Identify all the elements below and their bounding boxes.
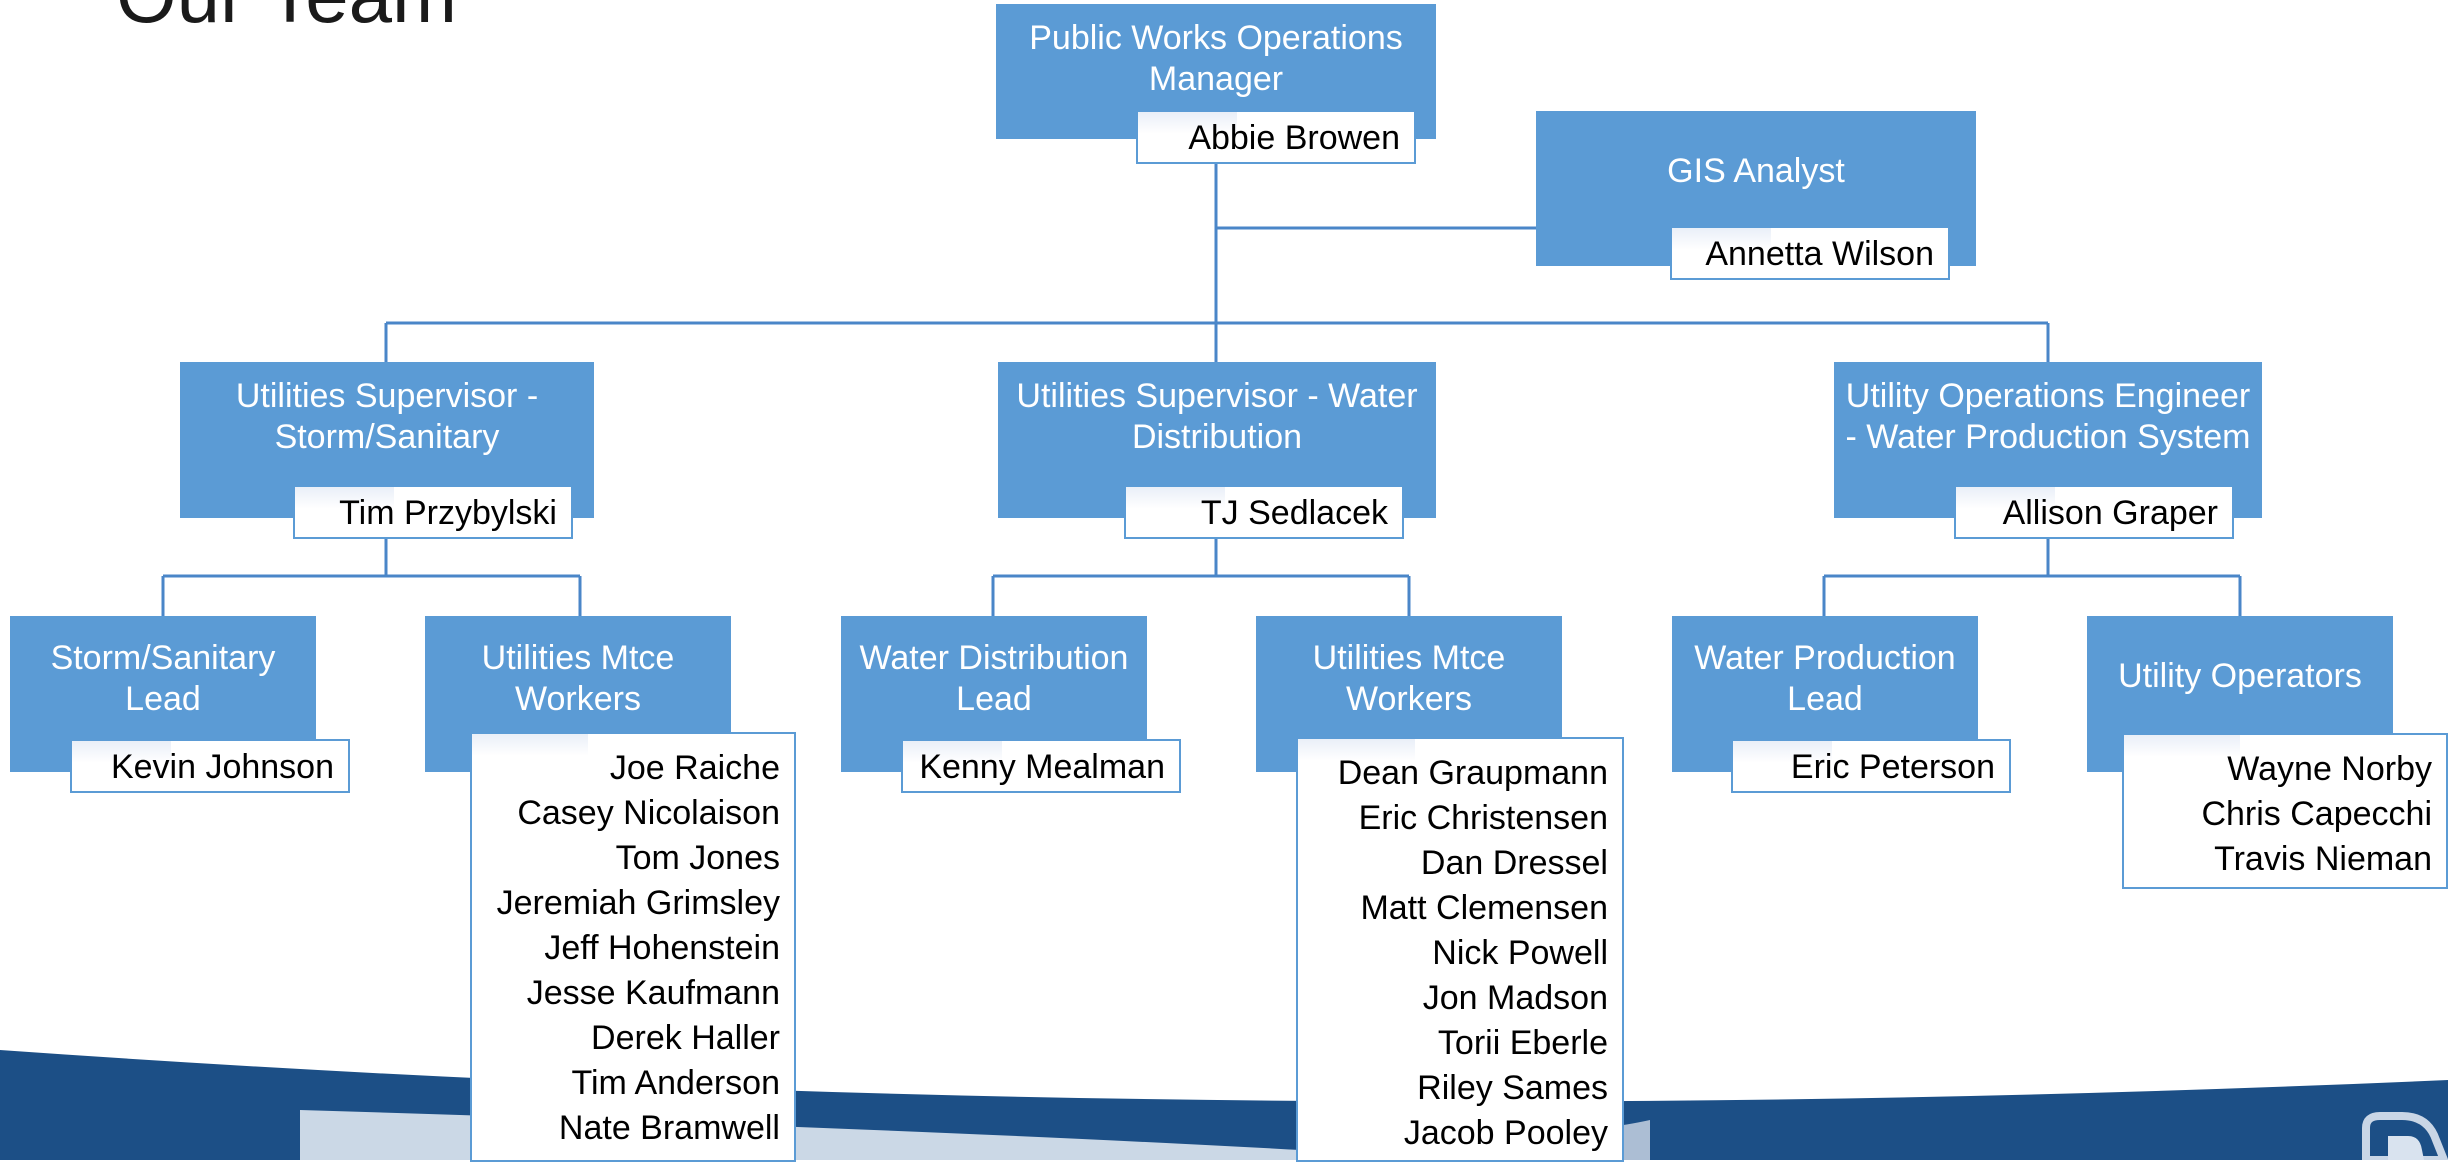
node-supervisor-water-distribution: Utilities Supervisor - Water Distributio… (998, 362, 1436, 518)
node-operations-engineer: Utility Operations Engineer - Water Prod… (1834, 362, 2262, 518)
person-name: Tim Przybylski (339, 494, 557, 532)
list-item: Riley Sames (1417, 1069, 1608, 1107)
name-card-supervisor-storm-sanitary: Tim Przybylski (293, 485, 573, 539)
name-card-storm-sanitary-lead: Kevin Johnson (70, 739, 350, 793)
company-logo-icon (2362, 1112, 2448, 1160)
role-label: Water Distribution Lead (859, 639, 1129, 718)
list-item: Joe Raiche (609, 749, 780, 787)
list-item: Jesse Kaufmann (526, 974, 780, 1012)
list-item: Matt Clemensen (1360, 889, 1608, 927)
role-label: Utility Operations Engineer - Water Prod… (1845, 377, 2251, 456)
name-list-water-mtce-workers: Dean Graupmann Eric Christensen Dan Dres… (1296, 737, 1624, 1162)
list-item: Dan Dressel (1420, 844, 1608, 882)
role-label: GIS Analyst (1667, 152, 1845, 190)
list-item: Travis Nieman (2214, 840, 2432, 878)
role-label: Water Production Lead (1694, 639, 1956, 718)
role-label: Public Works Operations Manager (1029, 19, 1403, 98)
name-list-storm-mtce-workers: Joe Raiche Casey Nicolaison Tom Jones Je… (470, 732, 796, 1162)
list-item: Dean Graupmann (1337, 754, 1608, 792)
name-list-utility-operators: Wayne Norby Chris Capecchi Travis Nieman (2122, 733, 2448, 889)
list-item: Wayne Norby (2227, 750, 2432, 788)
role-label: Utilities Supervisor - Storm/Sanitary (235, 377, 539, 456)
name-card-supervisor-water-distribution: TJ Sedlacek (1124, 485, 1404, 539)
name-card-operations-engineer: Allison Graper (1954, 485, 2234, 539)
person-name: Allison Graper (2002, 494, 2218, 532)
name-card-operations-manager: Abbie Browen (1136, 110, 1416, 164)
list-item: Nate Bramwell (558, 1109, 780, 1147)
role-label: Utilities Mtce Workers (481, 639, 675, 718)
list-item: Tom Jones (615, 839, 780, 877)
list-item: Derek Haller (591, 1019, 780, 1057)
name-card-water-distribution-lead: Kenny Mealman (901, 739, 1181, 793)
worker-list: Joe Raiche Casey Nicolaison Tom Jones Je… (486, 746, 780, 1151)
role-label: Utilities Mtce Workers (1312, 639, 1506, 718)
role-label: Utility Operators (2118, 656, 2362, 695)
list-item: Casey Nicolaison (517, 794, 780, 832)
person-name: Abbie Browen (1188, 119, 1400, 157)
list-item: Tim Anderson (571, 1064, 781, 1102)
person-name: TJ Sedlacek (1200, 494, 1388, 532)
name-card-water-production-lead: Eric Peterson (1731, 739, 2011, 793)
worker-list: Dean Graupmann Eric Christensen Dan Dres… (1312, 751, 1608, 1156)
list-item: Nick Powell (1432, 934, 1608, 972)
role-label: Utilities Supervisor - Water Distributio… (1016, 377, 1418, 456)
person-name: Annetta Wilson (1705, 235, 1934, 273)
list-item: Torii Eberle (1437, 1024, 1608, 1062)
name-card-gis-analyst: Annetta Wilson (1670, 226, 1950, 280)
person-name: Kevin Johnson (110, 748, 334, 786)
list-item: Jeremiah Grimsley (496, 884, 780, 922)
list-item: Jon Madson (1422, 979, 1608, 1017)
list-item: Eric Christensen (1358, 799, 1608, 837)
list-item: Chris Capecchi (2201, 795, 2432, 833)
list-item: Jeff Hohenstein (544, 929, 780, 967)
person-name: Eric Peterson (1790, 748, 1995, 786)
page-title: Our Team (116, 0, 457, 34)
list-item: Jacob Pooley (1403, 1114, 1608, 1152)
person-name: Kenny Mealman (919, 748, 1165, 786)
operator-list: Wayne Norby Chris Capecchi Travis Nieman (2138, 747, 2432, 882)
role-label: Storm/Sanitary Lead (50, 639, 276, 718)
